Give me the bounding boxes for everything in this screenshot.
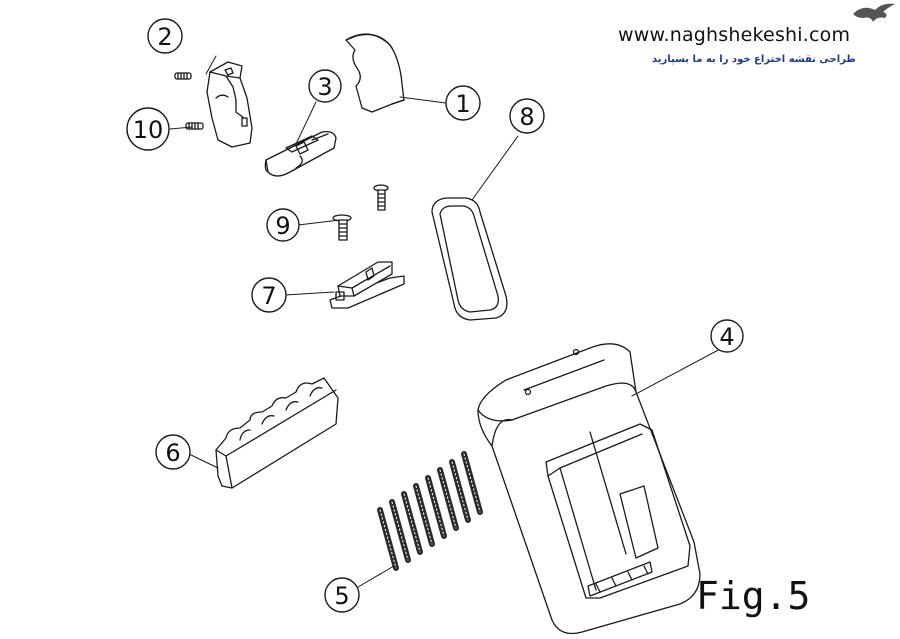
leader-lines [169, 55, 725, 588]
callout-2: 2 [147, 18, 183, 54]
svg-text:9: 9 [275, 212, 290, 240]
part-4-body [477, 343, 701, 635]
part-5-springs [377, 451, 483, 571]
part-7-slide [329, 261, 405, 309]
figure-label: Fig.5 [696, 574, 811, 618]
part-10-screws [174, 72, 204, 130]
part-3-clip [264, 130, 337, 177]
part-6-toothed-bar [215, 377, 339, 489]
svg-text:6: 6 [165, 439, 180, 467]
eagle-logo-icon [853, 3, 895, 22]
part-1-cap [345, 33, 405, 113]
svg-text:3: 3 [317, 73, 332, 101]
callout-8: 8 [509, 98, 545, 134]
part-2-bracket [206, 61, 253, 148]
part-8-tube [431, 197, 508, 321]
watermark-url: www.naghshekeshi.com [618, 24, 851, 46]
svg-text:2: 2 [157, 23, 172, 51]
watermark-subtitle: طراحی نقشه اختراع خود را به ما بسپارید [652, 54, 856, 65]
callout-5: 5 [324, 577, 360, 613]
part-9-screws [332, 184, 389, 241]
callout-1: 1 [445, 85, 481, 121]
callout-7: 7 [251, 277, 287, 313]
callout-3: 3 [308, 69, 342, 103]
callouts: 2 10 3 1 8 9 7 4 6 5 [126, 18, 744, 613]
callout-9: 9 [266, 208, 300, 242]
callout-10: 10 [126, 107, 170, 151]
svg-text:10: 10 [133, 116, 164, 144]
svg-text:1: 1 [455, 90, 470, 118]
svg-text:8: 8 [519, 103, 534, 131]
svg-text:4: 4 [719, 323, 734, 351]
svg-text:7: 7 [261, 282, 276, 310]
callout-6: 6 [155, 434, 191, 470]
callout-4: 4 [710, 319, 744, 353]
svg-text:5: 5 [334, 582, 349, 610]
